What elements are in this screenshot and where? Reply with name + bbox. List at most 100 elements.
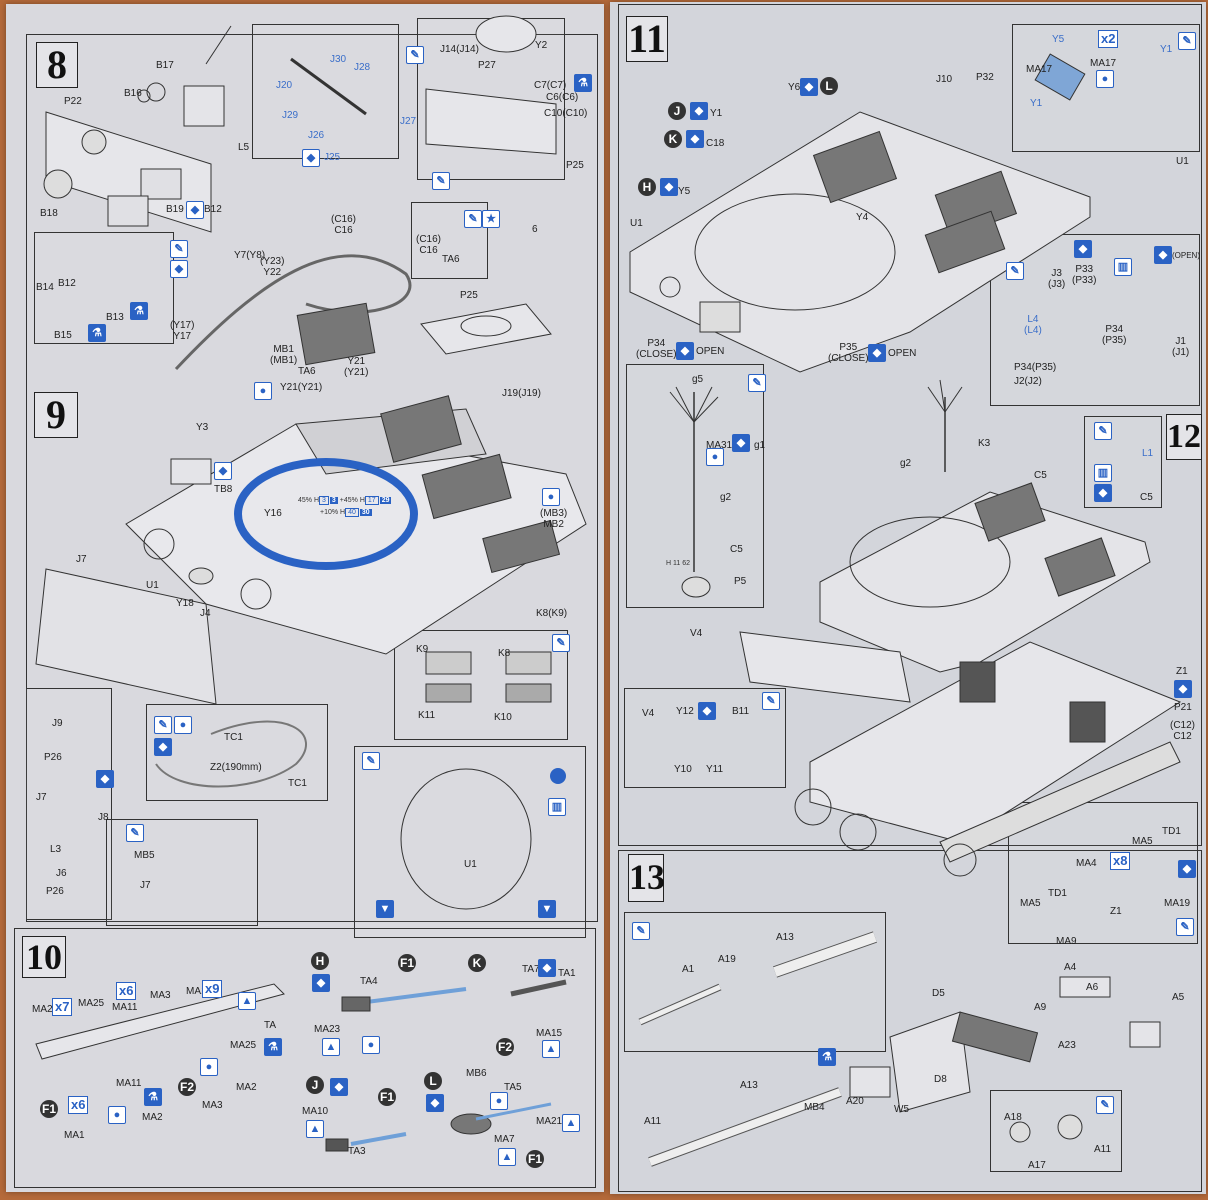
weathering-icon: ▥ (1114, 258, 1132, 276)
reverse-side-icon: ▼ (376, 900, 394, 918)
cement-bottle-icon: ⚗ (574, 74, 592, 92)
j7-callout (26, 688, 112, 920)
glue-drop-icon: ● (542, 488, 560, 506)
barrel-callout (624, 912, 886, 1052)
option-arrows-icon: ◆ (426, 1094, 444, 1112)
antenna-callout (626, 364, 764, 608)
label-ma2: MA2 (32, 1004, 53, 1015)
glue-drop-icon: ● (174, 716, 192, 734)
label-p32: P32 (976, 72, 994, 83)
reverse-side-icon: ▼ (538, 900, 556, 918)
blue-color-dot (550, 768, 566, 784)
badge-k: K (664, 130, 682, 148)
label-y21-b: Y21(Y21) (280, 382, 323, 393)
label-ta: TA (264, 1020, 277, 1031)
label-k8: K8 (498, 648, 511, 659)
label-y11: Y11 (706, 764, 724, 775)
label-l1: L1 (1142, 448, 1154, 459)
label-g2-b: g2 (900, 458, 912, 469)
label-a13-b: A13 (740, 1080, 758, 1091)
option-arrows-icon: ◆ (1174, 680, 1192, 698)
label-z2: Z2(190mm) (210, 762, 262, 773)
v4-callout (624, 688, 786, 788)
label-ma3: MA3 (150, 990, 171, 1001)
option-arrows-icon: ◆ (312, 974, 330, 992)
label-ma31: MA31 (706, 440, 733, 451)
paint-brush-icon: ✎ (632, 922, 650, 940)
badge-h: H (638, 178, 656, 196)
label-j7: J7 (76, 554, 87, 565)
label-ta3: TA3 (348, 1146, 366, 1157)
glue-drop-icon: ● (108, 1106, 126, 1124)
label-mb4: MB4 (804, 1102, 825, 1113)
label-b19: B19 (166, 204, 184, 215)
paint-brush-icon: ✎ (1096, 1096, 1114, 1114)
reverse-side-icon: ▲ (322, 1038, 340, 1056)
glue-drop-icon: ● (1096, 70, 1114, 88)
label-ma21: MA21 (536, 1116, 563, 1127)
paint-brush-icon: ✎ (406, 46, 424, 64)
mg-callout (252, 24, 399, 159)
paint-brush-icon: ✎ (748, 374, 766, 392)
label-l4: L4 (L4) (1024, 314, 1042, 336)
label-y10: Y10 (674, 764, 692, 775)
quantity-x9: x9 (202, 980, 223, 998)
label-a9: A9 (1034, 1002, 1047, 1013)
label-j2: J2(J2) (1014, 376, 1042, 387)
label-open-callout: (OPEN) (1172, 251, 1200, 260)
label-a23: A23 (1058, 1040, 1076, 1051)
reverse-side-icon: ▲ (498, 1148, 516, 1166)
cement-bottle-icon: ⚗ (88, 324, 106, 342)
label-j3: J3 (J3) (1048, 268, 1066, 290)
badge-l: L (820, 77, 838, 95)
option-arrows-icon: ◆ (676, 342, 694, 360)
label-c5-c: C5 (1140, 492, 1153, 503)
label-td1-b: TD1 (1048, 888, 1067, 899)
label-j28: J28 (354, 62, 371, 73)
paint-brush-icon: ✎ (170, 240, 188, 258)
label-y3: Y3 (196, 422, 209, 433)
cement-bottle-icon: ⚗ (144, 1088, 162, 1106)
label-mb5: MB5 (134, 850, 155, 861)
step-9-number: 9 (34, 392, 78, 438)
label-a11: A11 (644, 1116, 662, 1127)
label-j7-b: J7 (36, 792, 47, 803)
label-p26-a: P26 (44, 752, 62, 763)
badge-j: J (668, 102, 686, 120)
quantity-x2: x2 (1098, 30, 1119, 48)
badge-f1-d: F1 (526, 1150, 544, 1168)
option-arrows-icon: ◆ (330, 1078, 348, 1096)
label-p22: P22 (64, 96, 82, 107)
label-c16-b: (C16) C16 (416, 234, 442, 256)
option-arrows-icon: ◆ (1074, 240, 1092, 258)
paint-brush-icon: ✎ (762, 692, 780, 710)
label-p5: P5 (734, 576, 747, 587)
label-c6: C6(C6) (546, 92, 579, 103)
reverse-side-icon: ▲ (562, 1114, 580, 1132)
option-arrows-icon: ◆ (214, 462, 232, 480)
label-l3: L3 (50, 844, 62, 855)
option-arrows-icon: ◆ (690, 102, 708, 120)
label-g1: g1 (754, 440, 766, 451)
label-u1: U1 (630, 218, 643, 229)
label-c7: C7(C7) (534, 80, 567, 91)
option-arrows-icon: ◆ (1094, 484, 1112, 502)
weathering-icon: ▥ (1094, 464, 1112, 482)
badge-f1: F1 (40, 1100, 58, 1118)
label-p35-close: P35 (CLOSE) (828, 342, 869, 364)
left-page: 8 9 10 (6, 4, 604, 1192)
option-arrows-icon: ◆ (686, 130, 704, 148)
label-d5: D5 (932, 988, 945, 999)
label-ma7: MA7 (494, 1134, 515, 1145)
label-b12b: B12 (58, 278, 76, 289)
reverse-side-icon: ▲ (238, 992, 256, 1010)
reverse-side-icon: ▲ (306, 1120, 324, 1138)
option-arrows-icon: ◆ (538, 959, 556, 977)
quantity-x6: x6 (116, 982, 137, 1000)
label-a20: A20 (846, 1096, 864, 1107)
label-j20: J20 (276, 80, 293, 91)
label-b15: B15 (54, 330, 72, 341)
glue-drop-icon: ● (200, 1058, 218, 1076)
right-page: 11 12 13 (610, 2, 1206, 1194)
